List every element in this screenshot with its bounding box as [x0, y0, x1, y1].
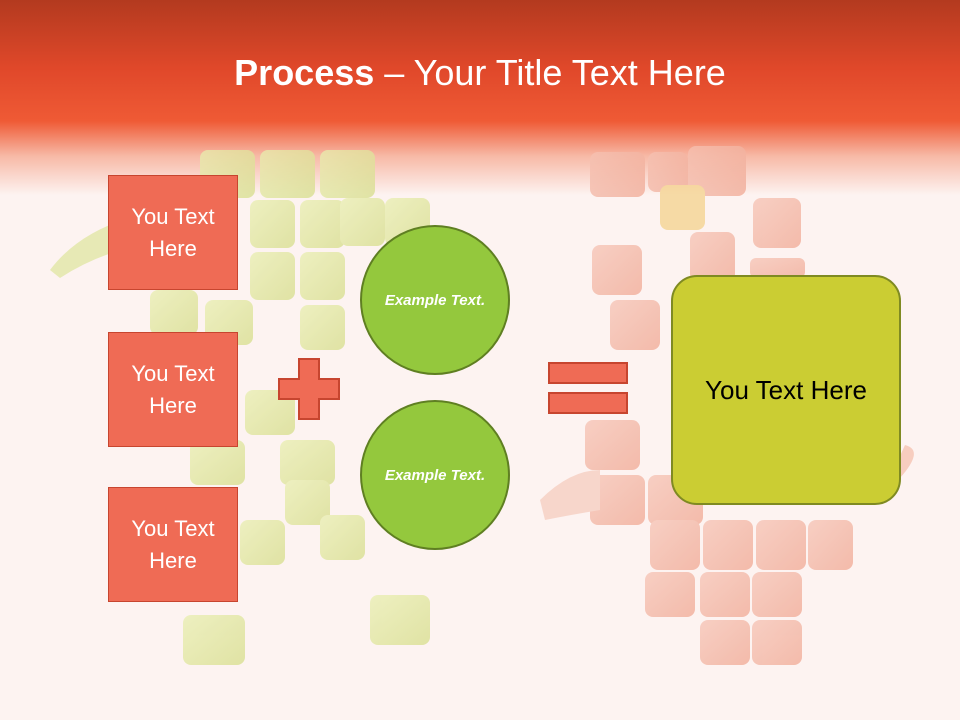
result-box[interactable]: You Text Here	[671, 275, 901, 505]
header-band	[0, 0, 960, 195]
example-circle-1[interactable]: Example Text.	[360, 225, 510, 375]
plus-icon	[278, 358, 340, 420]
equals-icon	[548, 362, 628, 414]
input-box-3[interactable]: You Text Here	[108, 487, 238, 602]
input-box-2[interactable]: You Text Here	[108, 332, 238, 447]
title-bold: Process	[234, 52, 375, 93]
example-circle-2[interactable]: Example Text.	[360, 400, 510, 550]
slide-title: Process – Your Title Text Here	[0, 52, 960, 94]
title-rest: – Your Title Text Here	[374, 52, 726, 93]
input-box-1[interactable]: You Text Here	[108, 175, 238, 290]
